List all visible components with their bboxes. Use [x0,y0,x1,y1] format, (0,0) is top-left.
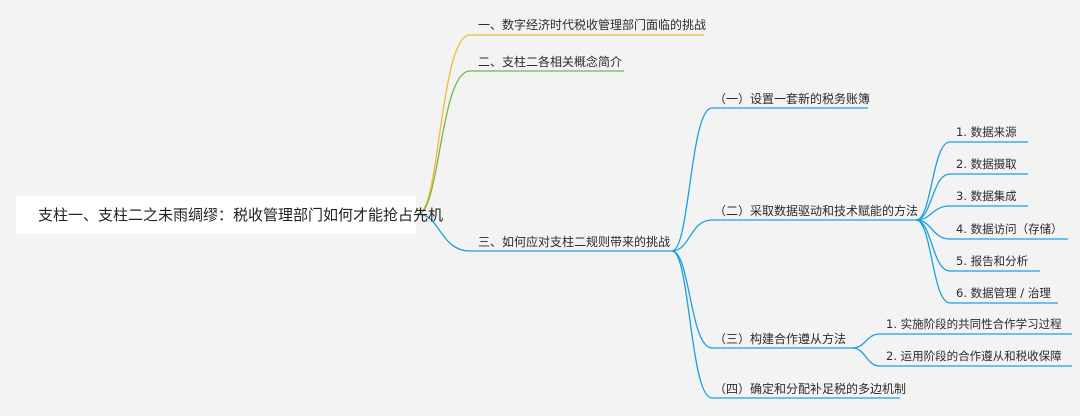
leaf-implementation-learning[interactable]: 1. 实施阶段的共同性合作学习过程 [886,317,1062,331]
connector-b3-sub-2 [671,219,713,252]
sub-topic-3[interactable]: （三）构建合作遵从方法 [714,332,847,346]
root-topic[interactable]: 支柱一、支柱二之未雨绸缪：税收管理部门如何才能抢占先机 [16,196,443,234]
leaf-data-source[interactable]: 1. 数据来源 [956,125,1017,139]
leaf-data-access[interactable]: 4. 数据访问（存储） [956,222,1063,236]
leaf-reporting-analysis[interactable]: 5. 报告和分析 [956,254,1029,268]
connector-b3-sub-4 [671,250,713,399]
sub-topic-1[interactable]: （一）设置一套新的税务账簿 [714,92,871,106]
connector-root-branch-2 [417,70,471,215]
connector-sub2-leaf-6 [915,219,951,304]
leaf-data-integration[interactable]: 3. 数据集成 [956,189,1017,203]
leaf-data-ingestion[interactable]: 2. 数据摄取 [956,157,1017,171]
connector-sub2-leaf-1 [915,141,951,221]
connector-sub2-leaf-5 [915,219,951,272]
leaf-compliance-assurance[interactable]: 2. 运用阶段的合作遵从和税收保障 [886,349,1062,363]
branch-2-topic[interactable]: 二、支柱二各相关概念简介 [478,55,623,69]
sub-topic-2[interactable]: （二）采取数据驱动和技术赋能的方法 [714,204,919,218]
connector-b3-sub-3 [671,250,713,349]
branch-3-topic[interactable]: 三、如何应对支柱二规则带来的挑战 [478,235,671,249]
leaf-data-governance[interactable]: 6. 数据管理 / 治理 [956,286,1051,300]
connector-root-branch-1 [417,34,471,215]
connector-sub3-leaf-1 [851,333,881,349]
connector-sub2-leaf-2 [915,173,951,221]
connector-root-branch-3 [417,213,471,252]
sub-topic-4[interactable]: （四）确定和分配补足税的多边机制 [714,382,907,396]
branch-1-topic[interactable]: 一、数字经济时代税收管理部门面临的挑战 [478,18,707,32]
connector-sub2-leaf-3 [915,205,951,221]
connector-b3-sub-1 [671,107,713,252]
connector-sub3-leaf-2 [851,347,881,367]
